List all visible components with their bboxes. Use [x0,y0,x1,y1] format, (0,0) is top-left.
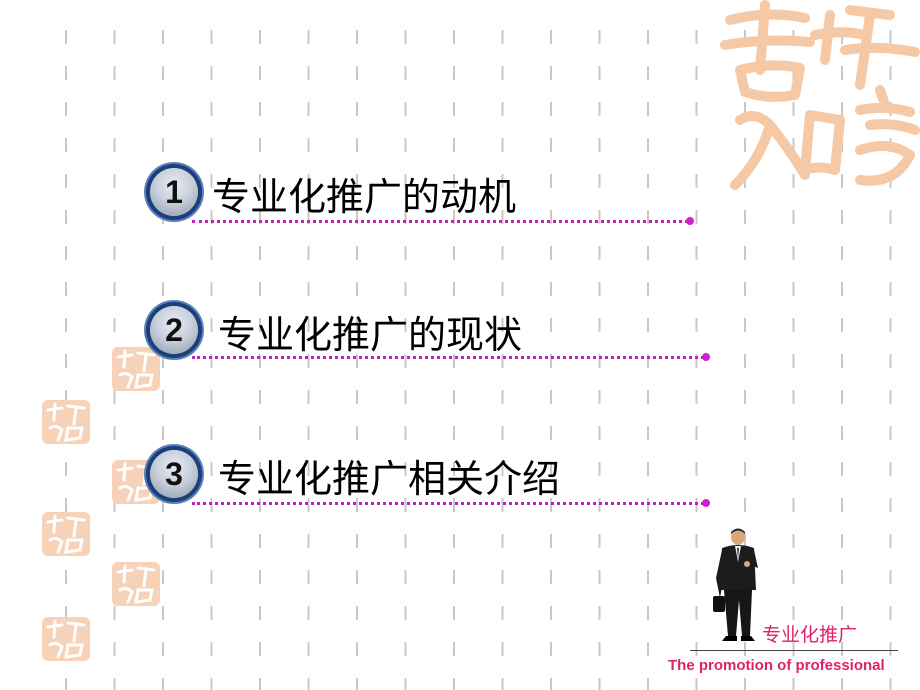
menu-item-1[interactable]: 1 专业化推广的动机 [0,160,720,225]
item-label: 专业化推广相关介绍 [218,457,561,501]
item-number: 2 [165,312,183,348]
calligraphy-seal-icon [112,460,160,504]
item-label: 专业化推广的现状 [218,313,523,357]
dotted-line-end [702,353,710,361]
dotted-line-end [702,499,710,507]
calligraphy-seal-icon [42,400,90,444]
number-badge-icon: 3 [150,450,198,498]
number-badge-icon: 2 [150,306,198,354]
dotted-line-end [686,217,694,225]
dotted-underline [192,220,688,223]
calligraphy-seal-icon [112,347,160,391]
calligraphy-watermark-icon [720,0,920,190]
item-number: 3 [165,456,183,492]
item-number: 1 [165,174,183,210]
menu-item-3[interactable]: 3 专业化推广相关介绍 [0,442,720,507]
menu-item-2[interactable]: 2 专业化推广的现状 [0,298,720,361]
calligraphy-seal-icon [42,512,90,556]
item-label: 专业化推广的动机 [212,175,517,219]
calligraphy-seal-icon [112,562,160,606]
businessman-icon [713,528,758,641]
dotted-underline [192,502,704,505]
dotted-underline [192,356,704,359]
brand-title-en: The promotion of professional [668,657,885,674]
brand-divider [690,650,898,651]
calligraphy-seal-icon [42,617,90,661]
brand-title-cn: 专业化推广 [762,624,858,646]
number-badge-icon: 1 [150,168,198,216]
